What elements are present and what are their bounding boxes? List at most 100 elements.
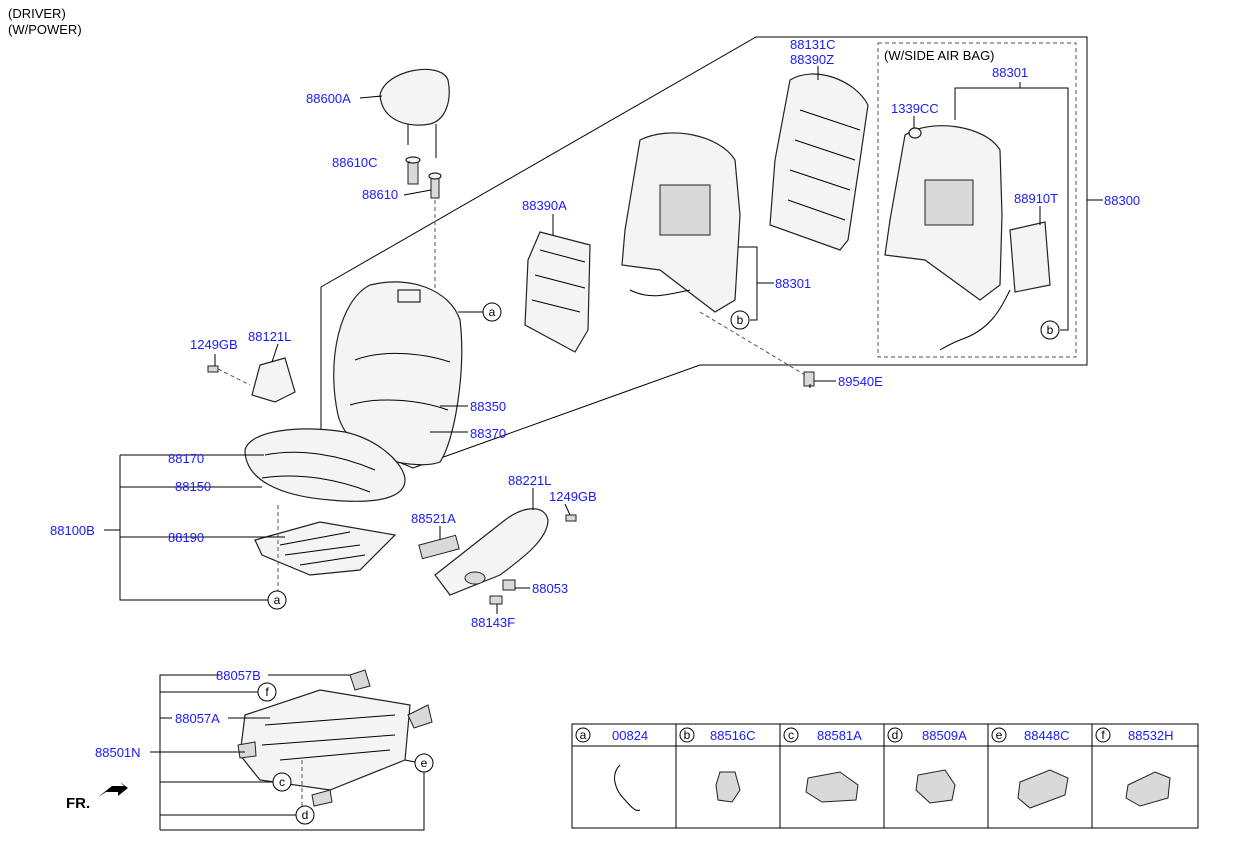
seat-cushion-part	[244, 428, 406, 502]
label-88143f: 88143F	[471, 615, 515, 630]
side-cover-upper-part	[251, 357, 296, 403]
knob-88053	[502, 579, 516, 591]
callout-e: e	[414, 753, 434, 773]
header-power: (W/POWER)	[8, 22, 82, 37]
callout-d: d	[295, 805, 315, 825]
legend-cell-d: d 88509A	[887, 727, 967, 804]
seatback-frame-part	[621, 132, 741, 313]
seatback-pad-part	[524, 231, 591, 353]
svg-text:f: f	[1101, 728, 1105, 742]
seat-track-part	[237, 669, 433, 807]
label-88121l: 88121L	[248, 329, 291, 344]
label-88301-airbag: 88301	[992, 65, 1028, 80]
label-88390z: 88390Z	[790, 52, 834, 67]
svg-text:88448C: 88448C	[1024, 728, 1070, 743]
svg-text:f: f	[265, 685, 269, 699]
legend-table: a 00824 b 88516C c 88581A d 88509A e 884…	[571, 723, 1199, 829]
label-88053: 88053	[532, 581, 568, 596]
switch-f-icon	[1125, 771, 1171, 807]
label-88610c: 88610C	[332, 155, 378, 170]
svg-text:b: b	[1047, 323, 1054, 337]
label-88501n: 88501N	[95, 745, 141, 760]
svg-text:d: d	[892, 728, 899, 742]
label-1339cc: 1339CC	[891, 101, 939, 116]
clip-1339cc	[908, 127, 922, 139]
svg-text:b: b	[737, 313, 744, 327]
callout-a-1: a	[482, 302, 502, 322]
headrest-guide-part	[405, 156, 421, 185]
header-driver: (DRIVER)	[8, 6, 66, 21]
front-indicator: FR.	[66, 795, 90, 812]
screw-1249gb-left	[207, 365, 251, 386]
svg-text:88581A: 88581A	[817, 728, 862, 743]
label-88350: 88350	[470, 399, 506, 414]
svg-text:88516C: 88516C	[710, 728, 756, 743]
screw-1249gb-right	[565, 514, 577, 522]
legend-cell-f: f 88532H	[1095, 727, 1174, 807]
motor-e-icon	[1017, 769, 1069, 809]
label-88910t: 88910T	[1014, 191, 1058, 206]
svg-text:a: a	[274, 593, 281, 607]
headrest-part	[379, 68, 450, 158]
rear-panel-part	[769, 73, 869, 251]
side-airbag-box	[877, 42, 1077, 358]
front-arrow-icon	[98, 782, 128, 797]
airbag-frame-part	[884, 125, 1003, 301]
label-88521a: 88521A	[411, 511, 456, 526]
label-1249gb-left: 1249GB	[190, 337, 238, 352]
svg-text:e: e	[421, 756, 428, 770]
legend-cell-a: a 00824	[575, 727, 648, 811]
svg-text:00824: 00824	[612, 728, 648, 743]
svg-text:88509A: 88509A	[922, 728, 967, 743]
label-88221l: 88221L	[508, 473, 551, 488]
side-airbag-label: (W/SIDE AIR BAG)	[884, 48, 995, 63]
svg-text:d: d	[302, 808, 309, 822]
svg-text:c: c	[788, 728, 794, 742]
label-88610: 88610	[362, 187, 398, 202]
label-88057a: 88057A	[175, 711, 220, 726]
seatback-cover-part	[333, 281, 463, 466]
callout-b-2: b	[1040, 320, 1060, 340]
airbag-module-part	[939, 221, 1051, 351]
label-88131c: 88131C	[790, 37, 836, 52]
cushion-pan-part	[254, 521, 397, 576]
callout-b-1: b	[730, 310, 750, 330]
label-88190: 88190	[168, 530, 204, 545]
motor-d-icon	[915, 769, 956, 804]
label-89540e: 89540E	[838, 374, 883, 389]
label-88170: 88170	[168, 451, 204, 466]
knob-88143f	[489, 595, 503, 605]
switch-88521a	[418, 534, 460, 560]
part-labels: 88600A 88610C 88610 88390A 88131C 88390Z…	[50, 37, 1140, 760]
bolt-89540e	[803, 371, 815, 388]
wire-clip-icon	[614, 764, 641, 811]
motor-c-icon	[805, 771, 859, 803]
legend-cell-e: e 88448C	[991, 727, 1070, 809]
label-88301-frame: 88301	[775, 276, 811, 291]
svg-text:e: e	[996, 728, 1003, 742]
svg-text:c: c	[279, 775, 285, 789]
label-88100b: 88100B	[50, 523, 95, 538]
callout-c: c	[272, 772, 292, 792]
side-cover-part	[434, 508, 549, 596]
svg-text:b: b	[684, 728, 691, 742]
legend-cell-b: b 88516C	[679, 727, 756, 803]
callout-a-2: a	[267, 590, 287, 610]
callout-f: f	[257, 682, 277, 702]
label-88057b: 88057B	[216, 668, 261, 683]
leader-lines	[104, 66, 1103, 831]
legend-cell-c: c 88581A	[783, 727, 862, 803]
label-88300: 88300	[1104, 193, 1140, 208]
label-88370: 88370	[470, 426, 506, 441]
label-88600a: 88600A	[306, 91, 351, 106]
bolt-axis	[699, 311, 806, 376]
connector-b-icon	[715, 771, 741, 803]
label-1249gb-right: 1249GB	[549, 489, 597, 504]
svg-text:a: a	[580, 728, 587, 742]
label-88390a: 88390A	[522, 198, 567, 213]
svg-text:88532H: 88532H	[1128, 728, 1174, 743]
label-88150: 88150	[175, 479, 211, 494]
svg-text:a: a	[489, 305, 496, 319]
headrest-guide-2-part	[428, 172, 442, 199]
